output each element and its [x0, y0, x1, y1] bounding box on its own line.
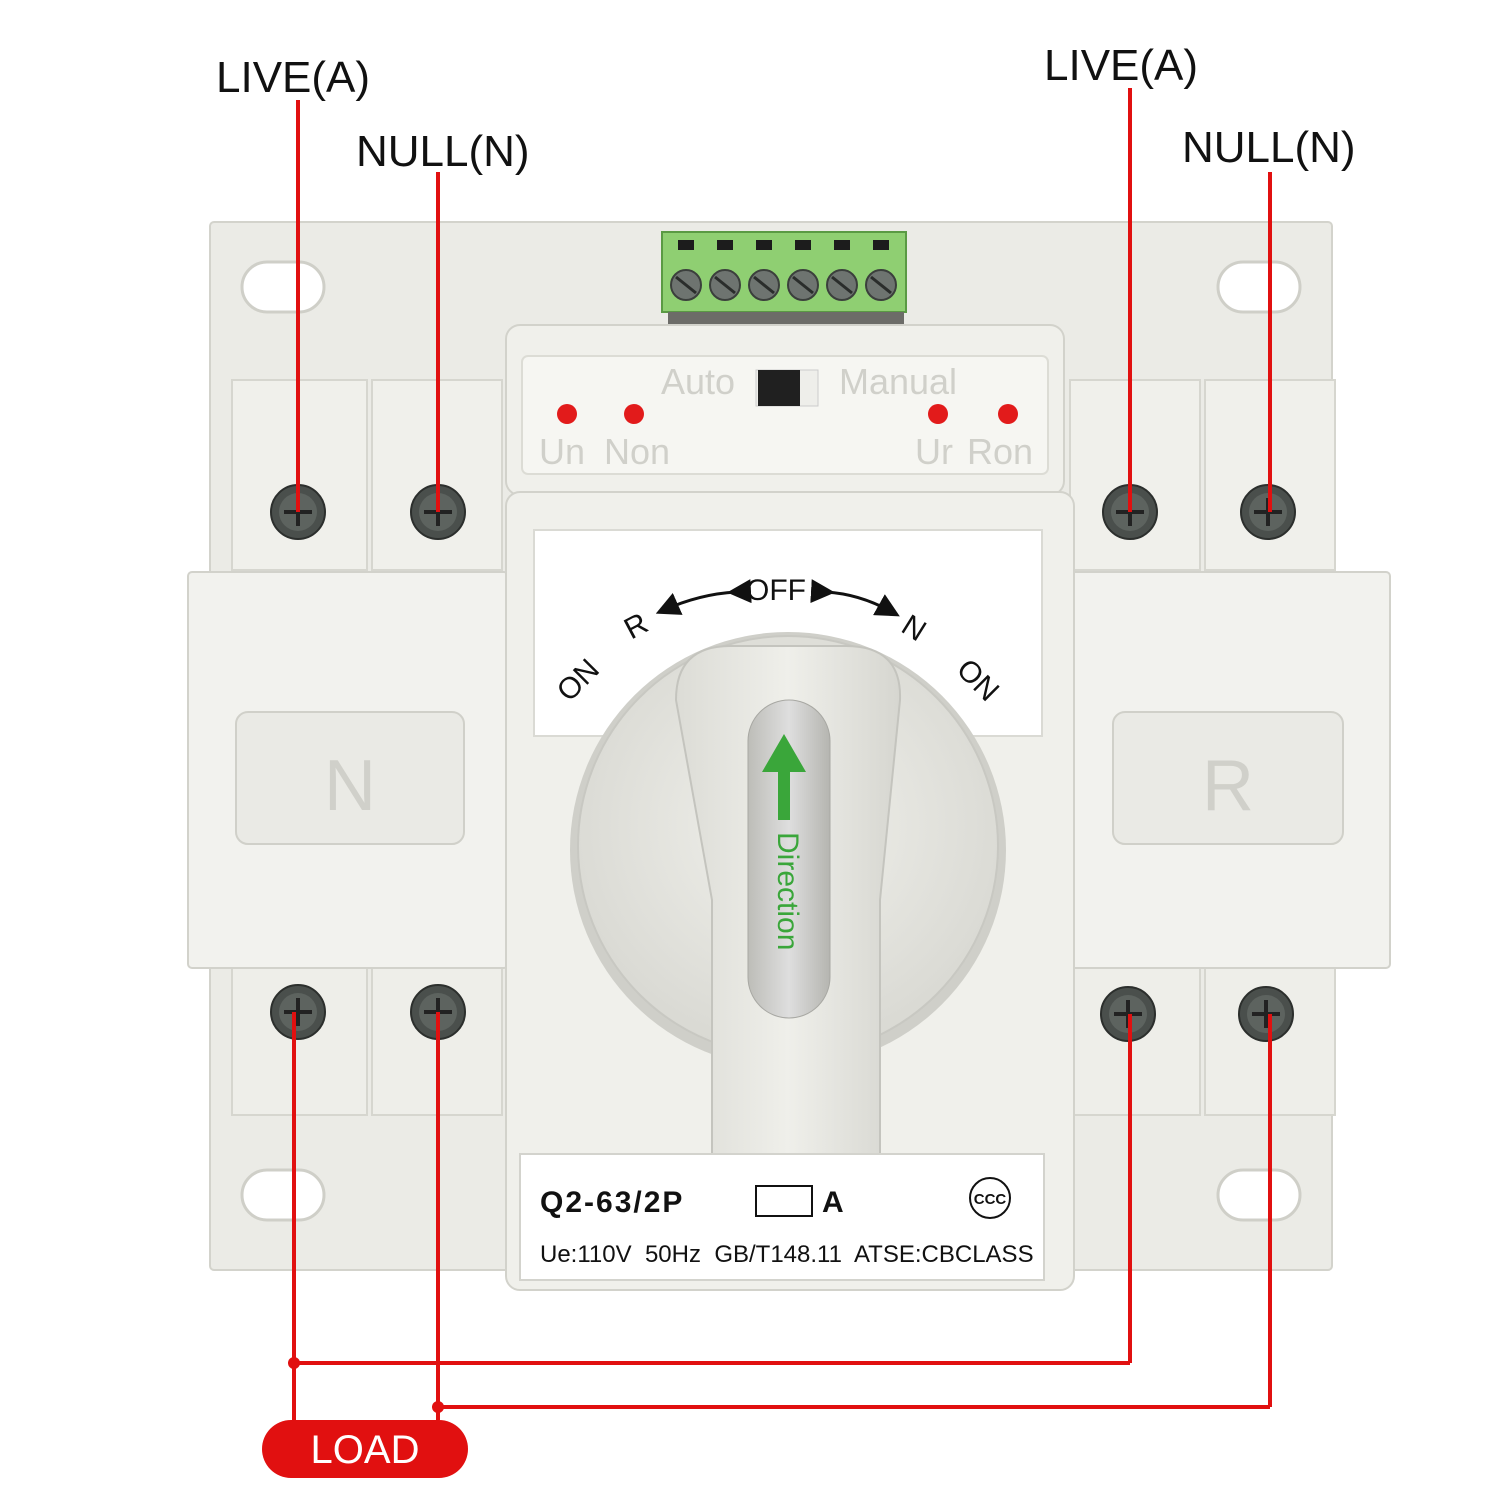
- mode-auto-label: Auto: [661, 361, 735, 402]
- current-rating-box: [755, 1185, 813, 1217]
- svg-text:CCC: CCC: [974, 1191, 1007, 1208]
- wire-labels: LIVE(A) NULL(N) LIVE(A) NULL(N): [216, 41, 1356, 176]
- direction-text: Direction: [771, 832, 804, 950]
- label-null-left: NULL(N): [356, 127, 530, 176]
- wiring-lines: [288, 88, 1272, 1420]
- terminal-block-screw-icon: [787, 269, 819, 301]
- terminal-block-screw-icon: [826, 269, 858, 301]
- side-label-right: R: [1202, 746, 1254, 826]
- led-non: [624, 404, 644, 424]
- direction-strip: [747, 699, 831, 1019]
- ccc-cert-icon: CCC: [969, 1177, 1011, 1219]
- arrow-off-to-r: [655, 579, 752, 615]
- label-live-left: LIVE(A): [216, 53, 370, 102]
- label-null-right: NULL(N): [1182, 123, 1356, 172]
- breaker-body-left: N: [187, 571, 509, 969]
- nameplate: Q2-63/2P A CCC Ue:110V 50Hz GB/T148.11 A…: [519, 1153, 1045, 1281]
- rotary-handle[interactable]: Direction: [674, 645, 902, 1177]
- terminal-block-slot: [717, 240, 733, 250]
- spec-line: Ue:110V 50Hz GB/T148.11 ATSE:CBCLASS: [540, 1241, 1034, 1268]
- side-label-plate-right: [1112, 711, 1344, 845]
- led-un: [557, 404, 577, 424]
- terminal-screw-icon: [270, 984, 326, 1040]
- upper-terminals-left: [231, 379, 503, 571]
- terminal-block-slot: [678, 240, 694, 250]
- led-ur: [928, 404, 948, 424]
- wire-junction: [288, 1357, 300, 1369]
- mount-hole-top-right: [1216, 260, 1302, 314]
- load-label: LOAD: [311, 1428, 420, 1472]
- terminal-screw-icon: [1238, 986, 1294, 1042]
- mount-hole-bottom-right: [1216, 1168, 1302, 1222]
- led-un-label: Un: [539, 431, 585, 472]
- auto-manual-switch-knob[interactable]: [758, 370, 800, 406]
- terminal-block-slot: [795, 240, 811, 250]
- terminal-block-slot: [834, 240, 850, 250]
- mode-manual-label: Manual: [839, 361, 957, 402]
- label-live-right: LIVE(A): [1044, 41, 1198, 90]
- terminal-block-slot: [873, 240, 889, 250]
- wire-junction: [432, 1401, 444, 1413]
- terminal-block-slot: [756, 240, 772, 250]
- terminal-block-screw-icon: [748, 269, 780, 301]
- lower-terminals-left: [231, 964, 503, 1116]
- terminal-block-screw-icon: [709, 269, 741, 301]
- mount-hole-bottom-left: [240, 1168, 326, 1222]
- model-number: Q2-63/2P: [540, 1186, 684, 1219]
- control-terminal-block: [661, 231, 907, 324]
- direction-arrow-icon: [762, 734, 806, 820]
- terminal-block-screw-icon: [670, 269, 702, 301]
- side-label-plate-left: [235, 711, 465, 845]
- indicator-panel: Auto Manual Un Non Ur Ron: [539, 361, 1033, 472]
- current-suffix: A: [822, 1186, 844, 1219]
- terminal-block-screw-icon: [865, 269, 897, 301]
- mount-hole-top-left: [240, 260, 326, 314]
- led-ron-label: Ron: [967, 431, 1033, 472]
- led-ur-label: Ur: [915, 431, 953, 472]
- side-label-left: N: [324, 746, 376, 826]
- led-ron: [998, 404, 1018, 424]
- breaker-body-right: R: [1067, 571, 1391, 969]
- led-non-label: Non: [604, 431, 670, 472]
- arrow-off-to-n: [810, 579, 900, 617]
- dial-off-label: OFF: [746, 574, 806, 607]
- load-badge: LOAD: [262, 1420, 468, 1478]
